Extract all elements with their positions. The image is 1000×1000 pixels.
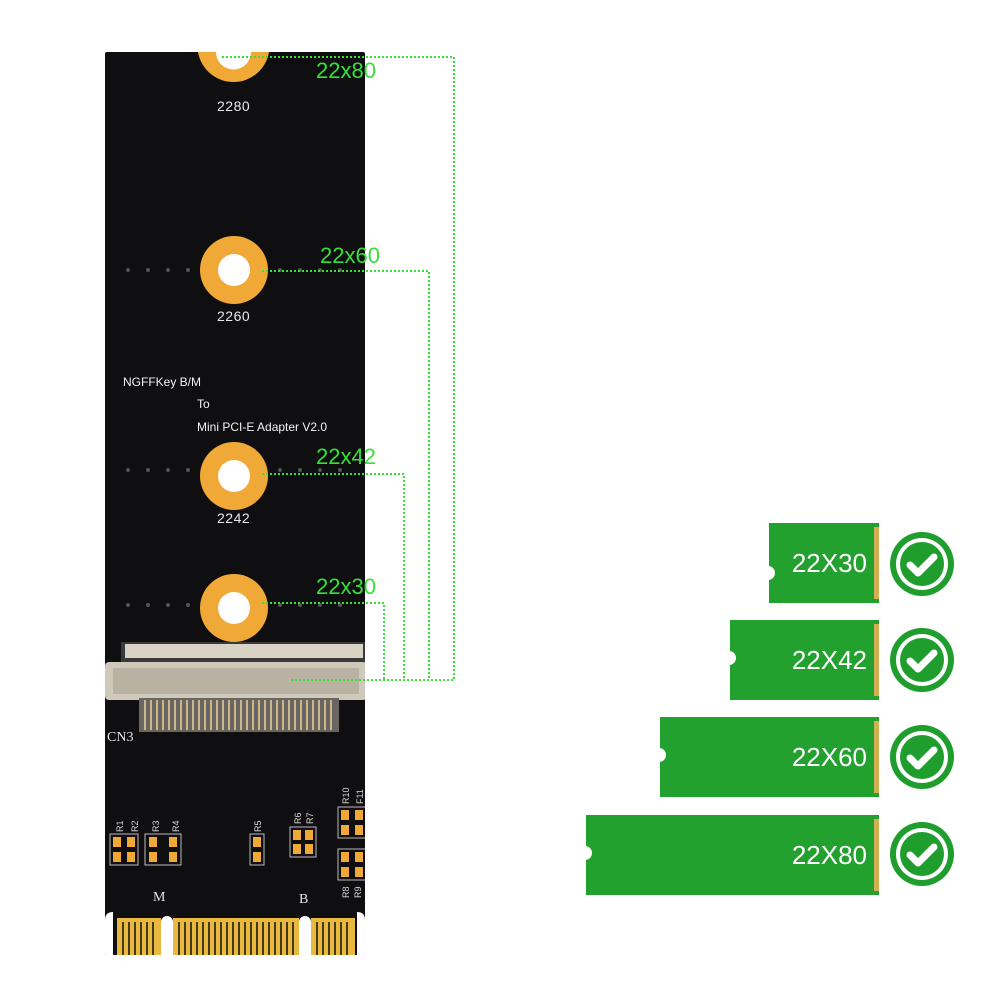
ref-r8: R8 [341,886,351,898]
board-title-line1: NGFFKey B/M [123,375,202,389]
dim-label-22x42: 22x42 [316,444,376,469]
dim-label-22x80: 22x80 [316,58,376,83]
board-title-line2: To [197,397,210,411]
check-icon [890,822,954,886]
connector-ref: CN3 [107,730,134,745]
check-icon [890,532,954,596]
ref-r6: R6 [293,812,303,824]
mini-pcie-connector [105,642,365,732]
ssd-card-22x80: 22X80 [585,815,879,895]
pcb-board: 2280 2260 2242 NGFFKey B/M To Mini PCI-E… [105,52,365,955]
ref-r9: R9 [353,886,363,898]
ssd-card-22x60: 22X60 [659,717,879,797]
key-m-label: M [153,890,166,905]
ref-r5: R5 [253,820,263,832]
ssd-card-22x30: 22X30 [768,523,879,603]
ref-r1: R1 [115,820,125,832]
card-label-22x80: 22X80 [791,839,867,870]
ref-r2: R2 [130,820,140,832]
dim-label-22x30: 22x30 [316,574,376,599]
resistor-pads [113,810,363,877]
check-icon [890,628,954,692]
card-label-22x60: 22X60 [791,741,867,772]
ref-r7: R7 [305,812,315,824]
check-icon [890,725,954,789]
pcb-artwork [105,52,365,955]
ssd-card-22x42: 22X42 [729,620,879,700]
card-label-22x30: 22X30 [791,547,867,578]
hole-label-2280: 2280 [217,98,251,114]
dim-label-22x60: 22x60 [320,243,380,268]
ref-r10: R10 [341,787,351,804]
ref-f11: F11 [355,789,365,804]
card-label-22x42: 22X42 [791,644,867,675]
hole-label-2242: 2242 [217,510,251,526]
board-title-line3: Mini PCI-E Adapter V2.0 [197,420,328,434]
key-b-label: B [299,892,309,907]
ref-r3: R3 [151,820,161,832]
hole-label-2260: 2260 [217,308,251,324]
ref-r4: R4 [171,820,181,832]
